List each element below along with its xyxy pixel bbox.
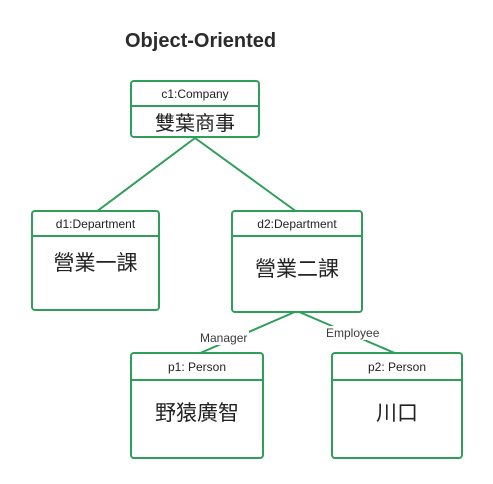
node-person1[interactable]: p1: Person 野猿廣智: [130, 352, 264, 459]
edge-label-manager: Manager: [198, 331, 250, 345]
node-person2[interactable]: p2: Person 川口: [331, 352, 463, 459]
node-department1[interactable]: d1:Department 營業一課: [31, 210, 160, 311]
node-person1-header: p1: Person: [132, 354, 262, 381]
node-company-header: c1:Company: [132, 82, 258, 107]
edge-company-department2: [194, 137, 298, 213]
edge-company-department1: [95, 137, 196, 213]
node-department2[interactable]: d2:Department 營業二課: [231, 210, 363, 313]
node-person1-body: 野猿廣智: [155, 402, 239, 425]
node-company[interactable]: c1:Company 雙葉商事: [130, 80, 260, 138]
node-department1-header: d1:Department: [33, 212, 158, 237]
node-department2-header: d2:Department: [233, 212, 361, 237]
node-department2-body: 營業二課: [255, 258, 339, 281]
edge-label-employee: Employee: [324, 326, 382, 340]
node-department1-body: 營業一課: [53, 252, 138, 275]
node-person2-body: 川口: [376, 402, 418, 425]
node-person2-header: p2: Person: [333, 354, 461, 381]
diagram-title: Object-Oriented: [125, 30, 277, 52]
node-company-body: 雙葉商事: [155, 113, 235, 135]
